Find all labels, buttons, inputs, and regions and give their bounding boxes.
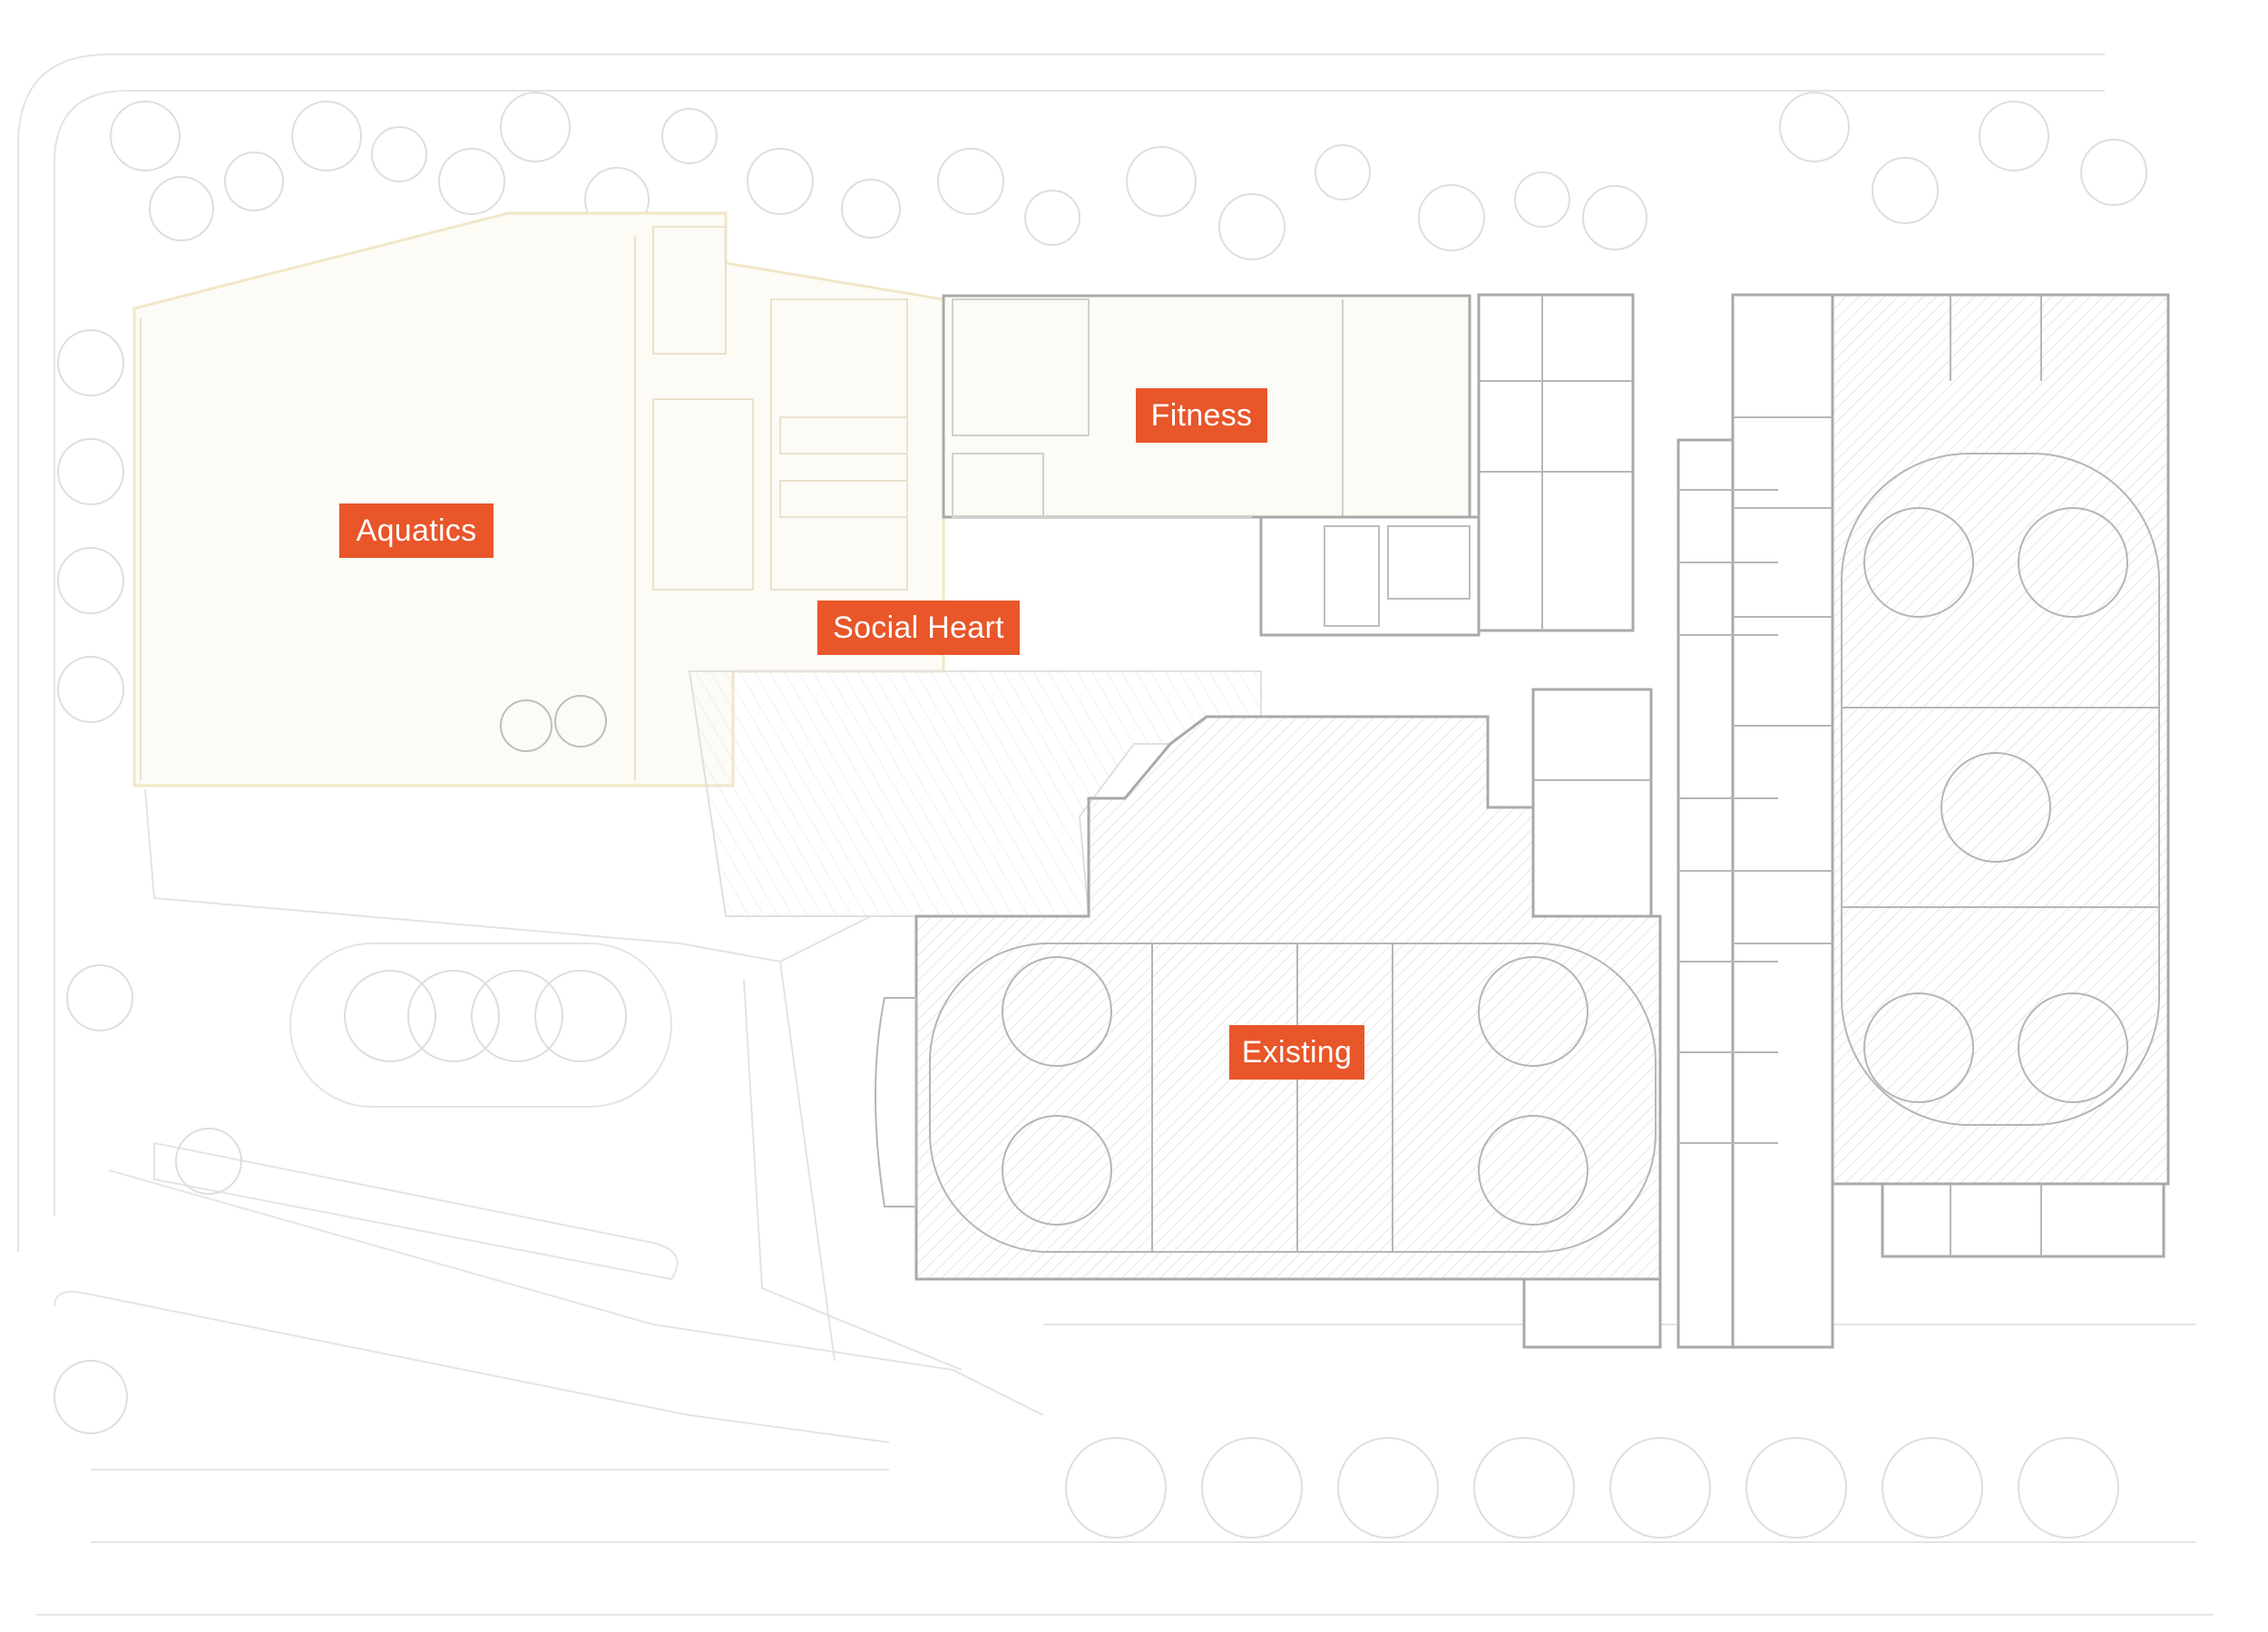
plaza xyxy=(144,788,963,1371)
zone-label-fitness: Fitness xyxy=(1136,388,1267,443)
site-roads xyxy=(17,54,2214,1616)
zone-label-existing: Existing xyxy=(1229,1025,1364,1080)
existing-building xyxy=(875,293,2170,1349)
zone-label-aquatics: Aquatics xyxy=(339,503,494,558)
trees xyxy=(54,92,2147,1539)
ice-rink-east xyxy=(1841,453,2160,1126)
new-building xyxy=(132,211,1481,917)
zone-label-social-heart: Social Heart xyxy=(817,601,1020,655)
ice-rink-main xyxy=(875,943,1657,1253)
